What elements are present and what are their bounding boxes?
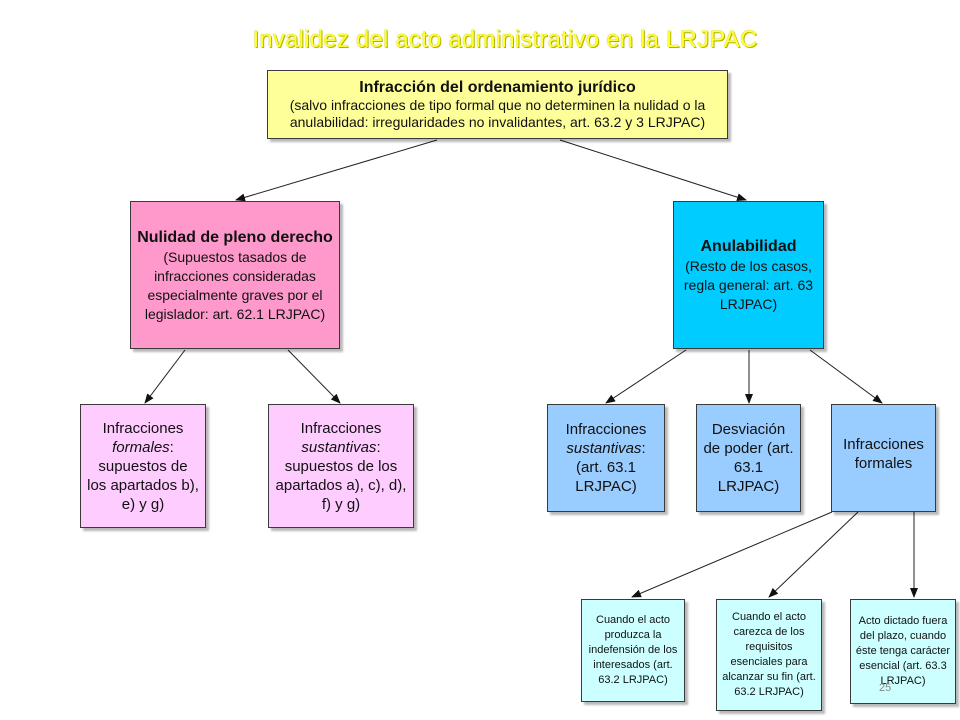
- page-title: Invalidez del acto administrativo en la …: [252, 26, 758, 53]
- arrow-nulidad-to-formales: [144, 349, 186, 404]
- nulidad-detail: (Supuestos tasados de infracciones consi…: [144, 248, 326, 322]
- arrow-formales-to-indefension: [631, 511, 833, 598]
- fuera-de-plazo-text: Acto dictado fuera del plazo, cuando ést…: [855, 615, 951, 687]
- anulabilidad-detail: (Resto de los casos, regla general: art.…: [683, 258, 814, 312]
- nulidad-formales-box: Infracciones formales: supuestos de los …: [80, 404, 206, 528]
- arrow-root-to-anulabilidad: [559, 139, 747, 202]
- anulabilidad-sustantivas-box: Infracciones sustantivas: (art. 63.1 LRJ…: [547, 404, 665, 512]
- indefension-box: Cuando el acto produzca la indefensión d…: [581, 599, 685, 702]
- desviacion-poder-text: Desviación de poder (art. 63.1 LRJPAC): [703, 421, 794, 495]
- anulabilidad-sustantivas-text: Infracciones sustantivas: (art. 63.1 LRJ…: [565, 421, 647, 495]
- nulidad-sustantivas-box: Infracciones sustantivas: supuestos de l…: [268, 404, 414, 528]
- nulidad-heading: Nulidad de pleno derecho: [137, 228, 333, 246]
- anulabilidad-heading: Anulabilidad: [700, 238, 797, 255]
- infraccion-ordenamiento-box: Infracción del ordenamiento jurídico (sa…: [267, 70, 728, 139]
- page-number: 25: [879, 682, 892, 694]
- root-detail: (salvo infracciones de tipo formal que n…: [289, 97, 706, 130]
- arrow-nulidad-to-sustantivas: [287, 349, 341, 404]
- indefension-text: Cuando el acto produzca la indefensión d…: [588, 614, 678, 686]
- arrow-root-to-nulidad: [235, 139, 438, 202]
- nulidad-sustantivas-text: Infracciones sustantivas: supuestos de l…: [275, 419, 407, 513]
- requisitos-esenciales-box: Cuando el acto carezca de los requisitos…: [716, 599, 822, 711]
- arrow-anulabilidad-to-formales: [809, 349, 883, 404]
- desviacion-poder-box: Desviación de poder (art. 63.1 LRJPAC): [696, 404, 801, 512]
- anulabilidad-formales-text: Infracciones formales: [843, 436, 924, 472]
- nulidad-box: Nulidad de pleno derecho (Supuestos tasa…: [130, 201, 340, 349]
- arrow-anulabilidad-to-sustantivas: [605, 349, 687, 404]
- anulabilidad-formales-box: Infracciones formales: [831, 404, 936, 512]
- arrow-formales-to-requisitos: [768, 511, 859, 598]
- nulidad-formales-text: Infracciones formales: supuestos de los …: [87, 419, 199, 513]
- fuera-de-plazo-box: Acto dictado fuera del plazo, cuando ést…: [850, 599, 956, 704]
- anulabilidad-box: Anulabilidad (Resto de los casos, regla …: [673, 201, 824, 349]
- root-heading: Infracción del ordenamiento jurídico: [359, 79, 636, 96]
- requisitos-esenciales-text: Cuando el acto carezca de los requisitos…: [722, 611, 816, 698]
